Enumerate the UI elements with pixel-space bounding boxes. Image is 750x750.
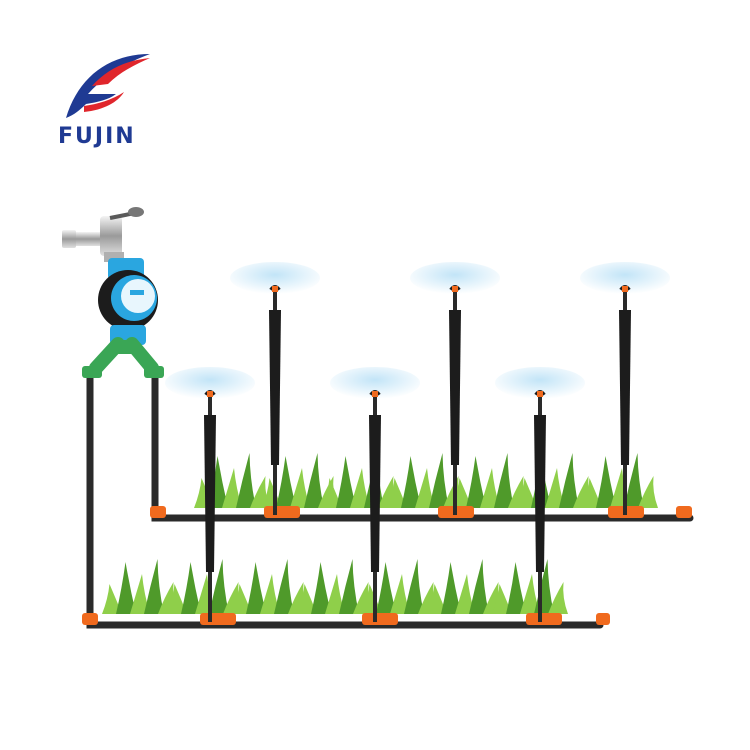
- sprinkler-icon: [580, 262, 670, 515]
- pipe-connector-icon: [264, 506, 300, 518]
- grass-row-front: [102, 559, 568, 614]
- pipe-connector-icon: [596, 613, 610, 625]
- grass-icon: [297, 559, 373, 614]
- sprinkler-icon: [410, 262, 500, 515]
- sprinkler-icon: [230, 262, 320, 515]
- pipe-connector-icon: [526, 613, 562, 625]
- brand-name: FUJIN: [58, 124, 136, 149]
- water-timer-icon: [98, 258, 158, 345]
- fujin-swoosh-logo-icon: [66, 54, 150, 118]
- y-splitter-icon: [82, 337, 164, 378]
- pipe-connector-icon: [150, 506, 166, 518]
- grass-icon: [582, 453, 658, 508]
- grass-icon: [517, 453, 593, 508]
- sprinkler-icon: [165, 367, 255, 622]
- grass-icon: [427, 559, 503, 614]
- grass-icon: [492, 559, 568, 614]
- grass-icon: [452, 453, 528, 508]
- sprinkler-icon: [330, 367, 420, 622]
- pipe-connector-icon: [82, 613, 98, 625]
- faucet-icon: [62, 207, 144, 262]
- pipe-connector-icon: [676, 506, 692, 518]
- grass-icon: [102, 559, 178, 614]
- grass-row-back: [194, 453, 658, 508]
- grass-icon: [232, 559, 308, 614]
- pipe-connector-icon: [362, 613, 398, 625]
- sprinklers: [165, 262, 670, 622]
- fujin-logo: [58, 48, 158, 158]
- grass-icon: [167, 559, 243, 614]
- grass-icon: [322, 453, 398, 508]
- pipe-connector-icon: [200, 613, 236, 625]
- sprinkler-icon: [495, 367, 585, 622]
- grass-icon: [262, 453, 338, 508]
